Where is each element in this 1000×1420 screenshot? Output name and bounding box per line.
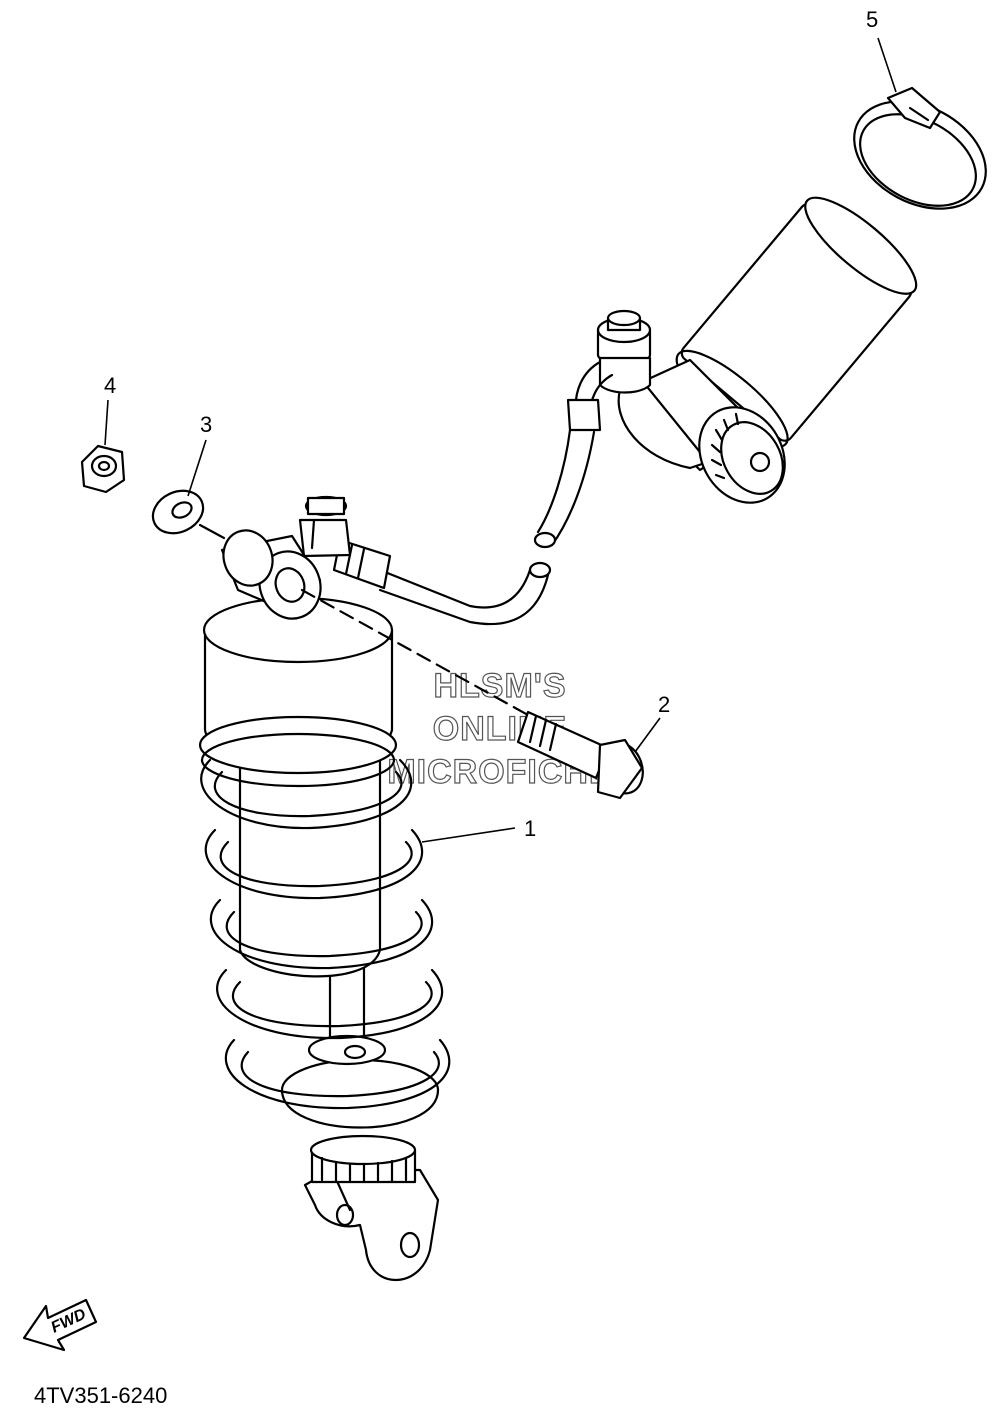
top-banjo-fitting [298,495,352,558]
coil-spring [200,758,451,1110]
top-eye-mount [220,529,322,620]
watermark: HLSM'S ONLINE MICROFICHE [387,666,613,791]
watermark-line-3: MICROFICHE [387,753,612,791]
callout-labels: 1 2 3 4 5 [104,7,878,841]
lower-spring-seat [280,1058,440,1184]
lower-clevis [303,1168,440,1282]
part-4-nut [80,444,126,494]
part-5-reservoir-body [675,196,918,449]
part-3-washer [151,489,226,540]
callout-2: 2 [658,692,670,717]
reservoir-hose [332,360,614,626]
part-5-reservoir-band [853,86,987,210]
watermark-line-1: HLSM'S [433,667,566,705]
shock-body [198,596,398,978]
callout-3: 3 [200,412,212,437]
part-2-bolt [300,588,644,800]
callout-5: 5 [866,7,878,32]
callout-4: 4 [104,373,116,398]
fwd-arrow: FWD [22,1298,98,1352]
reservoir-adjuster [596,309,786,504]
leader-lines [104,37,897,843]
part-code: 4TV351-6240 [34,1383,168,1408]
part-1-shock-absorber [198,495,451,1282]
adjuster-knurl [710,412,740,480]
callout-1: 1 [524,816,536,841]
